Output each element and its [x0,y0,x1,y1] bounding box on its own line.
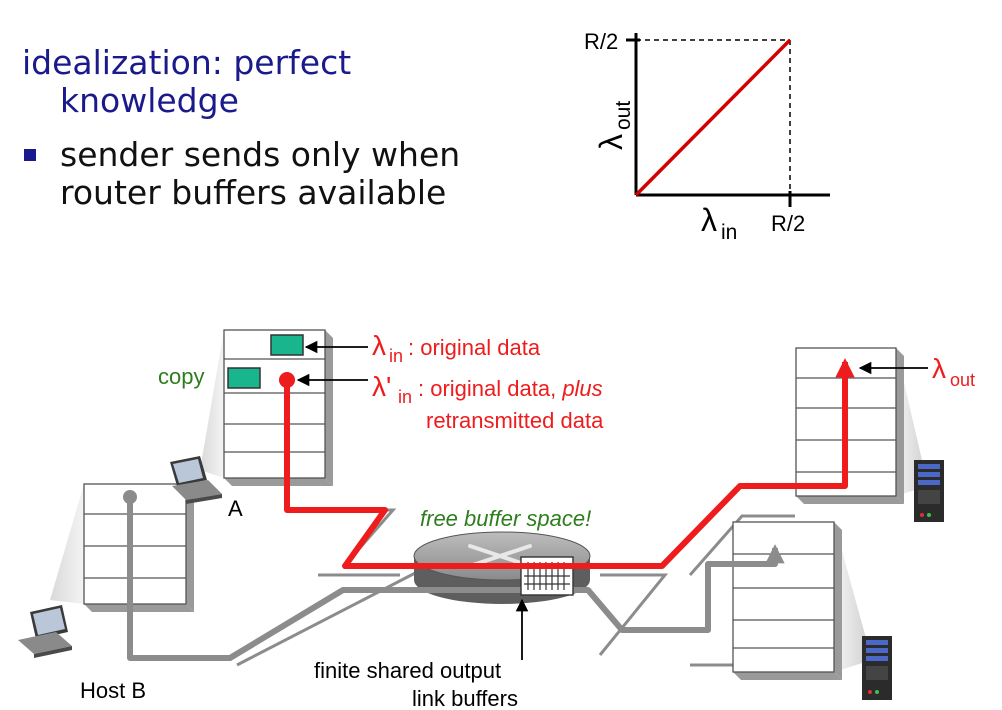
lambda-in-prime-subscript: in [398,387,412,407]
lambda-out-label: λ out [932,353,975,390]
graph-x-label-main: λ [701,202,717,238]
lambda-in-prime-label: λ' in : original data, plus retransmitte… [372,371,604,433]
lambda-in-prime-text-italic: plus [561,376,602,401]
slide-title: idealization: perfect knowledge [22,44,462,120]
lambda-out-symbol: λ [932,353,946,384]
free-buffer-label: free buffer space! [420,506,591,531]
graph-y-label-sub: out [612,101,635,130]
copy-label: copy [158,364,204,389]
finite-buffer-label-line1: finite shared output [314,658,501,683]
lambda-in-prime-text-line2: retransmitted data [426,408,604,433]
lambda-in-symbol: λ [372,330,386,361]
host-b-label: Host B [80,678,146,703]
link-outlines [236,508,795,667]
throughput-graph: R/2 R/2 λ out λ in [584,29,830,244]
server-top-icon [914,460,944,522]
red-flow-path [284,358,855,569]
gray-flow-path [127,497,785,661]
laptop-a-icon [170,456,222,504]
lambda-in-prime-symbol: λ' [372,371,391,402]
server-bottom-icon [862,636,892,700]
bullet-line2: router buffers available [60,173,447,212]
lambda-in-prime-text-main: : original data, [418,376,562,401]
server-bottom-stack [732,521,872,680]
lambda-in-text: : original data [408,335,541,360]
graph-y-tick-label: R/2 [584,29,618,54]
output-link-buffer-icon [520,556,574,596]
host-b-stack [50,483,194,612]
host-a-stack [200,329,333,486]
graph-x-label-sub: in [721,221,737,244]
lambda-in-label: λ in : original data [372,330,541,366]
graph-throughput-line [634,38,792,197]
bullet-point: sender sends only when router buffers av… [24,136,484,212]
bullet-line1: sender sends only when [60,135,461,174]
bullet-marker-icon [24,149,36,161]
server-top-stack [795,347,928,504]
host-b-source-dot [123,490,137,504]
host-a-label: A [228,496,243,521]
copy-packet-icon [227,367,261,389]
slide-title-line2: knowledge [60,81,239,120]
original-packet-icon [270,334,304,356]
lambda-in-prime-text: : original data, plus [418,376,603,401]
graph-x-tick-label: R/2 [771,211,805,236]
slide-title-line1: idealization: perfect [22,43,352,82]
host-a-source-dot [279,372,295,388]
graph-y-label: λ out [593,101,635,150]
lambda-out-subscript: out [950,370,975,390]
finite-buffer-label-line2: link buffers [412,686,518,710]
laptop-b-icon [18,605,72,658]
lambda-in-subscript: in [389,346,403,366]
graph-y-label-main: λ [593,134,629,150]
